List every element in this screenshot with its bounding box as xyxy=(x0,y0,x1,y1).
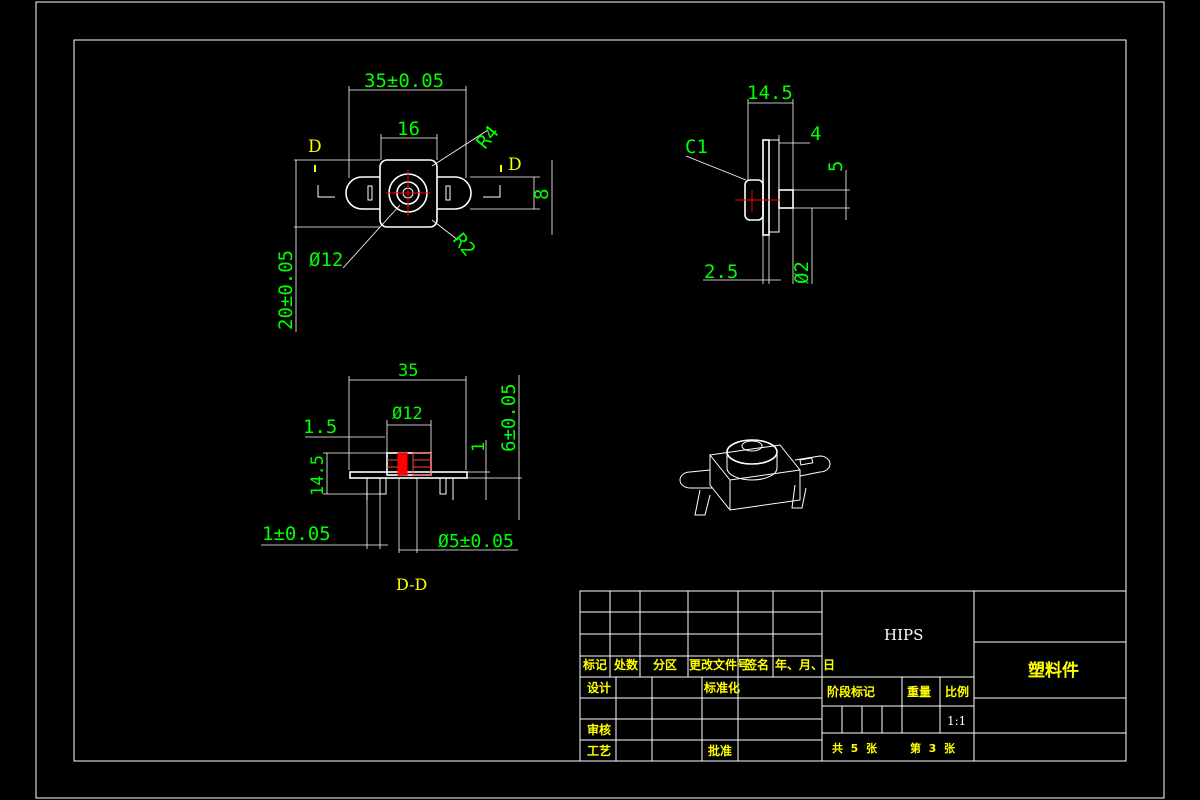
dim-section-rib: 1 xyxy=(469,442,489,452)
label-review: 审核 xyxy=(587,722,611,737)
outer-border xyxy=(35,1,1165,799)
title-block: 标记 处数 分区 更改文件号 签名 年、月、日 设计 标准化 审核 工艺 批准 … xyxy=(579,590,1127,762)
section-plate xyxy=(349,471,468,479)
dim-section-width: 35 xyxy=(398,361,418,381)
sheet-number: 第 3 张 xyxy=(910,741,956,755)
header-cell-mark: 标记 xyxy=(582,657,607,672)
inner-frame xyxy=(73,39,1127,762)
dim-section-pin-bore: Ø5±0.05 xyxy=(438,531,514,552)
section-mark-left: D xyxy=(308,137,322,157)
body-outline xyxy=(379,159,438,228)
dim-section-total-height: 6±0.05 xyxy=(498,383,520,452)
dim-side-flange: 4 xyxy=(810,123,821,145)
side-view: 14.5 4 C1 5 2.5 Ø2 xyxy=(685,82,850,284)
label-scale: 比例 xyxy=(945,684,969,699)
dim-side-thickness: 2.5 xyxy=(704,261,738,283)
side-plate xyxy=(762,139,770,236)
side-pin xyxy=(778,189,794,209)
label-process: 工艺 xyxy=(587,743,611,758)
label-standardize: 标准化 xyxy=(703,680,740,695)
label-weight: 重量 xyxy=(907,684,931,699)
dim-section-wall: 1.5 xyxy=(303,416,337,438)
sheets-total: 共 5 张 xyxy=(832,741,878,755)
dim-tab-height: 8 xyxy=(531,189,553,200)
header-cell-zone: 分区 xyxy=(653,657,677,672)
dim-side-chamfer: C1 xyxy=(685,136,708,158)
part-name: 塑料件 xyxy=(1028,660,1079,681)
dim-side-pin-height: 5 xyxy=(825,161,847,172)
isometric-view xyxy=(679,439,831,516)
section-view: 35 Ø12 1.5 14.5 1 6±0.05 1±0.05 Ø5±0.05 … xyxy=(261,361,522,594)
header-cell-count: 处数 xyxy=(613,657,639,672)
header-cell-change-doc: 更改文件号 xyxy=(689,657,749,672)
dim-radius-r4: R4 xyxy=(472,122,504,154)
label-design: 设计 xyxy=(587,680,611,695)
dim-section-bore: Ø12 xyxy=(392,404,423,424)
dim-side-pin-diameter: Ø2 xyxy=(791,261,813,284)
dim-boss-width: 16 xyxy=(397,118,420,140)
dim-overall-height: 20±0.05 xyxy=(275,250,297,330)
scale-value: 1:1 xyxy=(947,714,966,728)
header-cell-signature: 签名 xyxy=(744,657,769,672)
dim-radius-r2: R2 xyxy=(448,229,480,261)
header-cell-date: 年、月、日 xyxy=(775,657,835,672)
dim-hole-diameter: Ø12 xyxy=(309,249,343,271)
material: HIPS xyxy=(884,626,923,644)
section-view-label: D-D xyxy=(396,575,427,594)
label-stage-mark: 阶段标记 xyxy=(827,684,875,699)
left-tab xyxy=(345,176,380,210)
dim-overall-width: 35±0.05 xyxy=(364,70,444,92)
dim-section-height: 14.5 xyxy=(308,455,328,496)
section-mark-right: D xyxy=(508,155,522,175)
dim-side-width: 14.5 xyxy=(747,82,793,104)
dim-section-plate: 1±0.05 xyxy=(262,523,331,545)
label-approve: 批准 xyxy=(708,743,732,758)
right-tab xyxy=(437,176,472,210)
top-view: 35±0.05 16 R4 R2 Ø12 8 20±0.05 D D xyxy=(275,70,553,332)
